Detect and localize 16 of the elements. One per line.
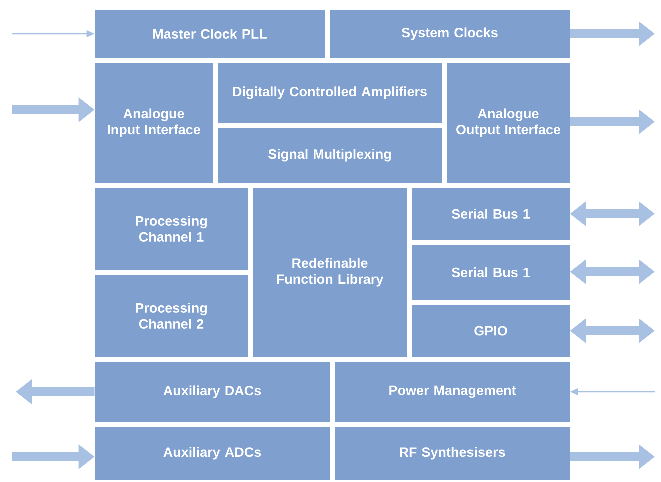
block-box: Serial Bus 1 [412, 245, 570, 300]
block-box: Redefinable Function Library [253, 188, 407, 357]
block-box: System Clocks [330, 10, 570, 58]
block-box: Processing Channel 2 [95, 275, 248, 357]
block-box: Power Management [335, 362, 570, 422]
block-box: Analogue Output Interface [447, 63, 570, 183]
block-box: Signal Multiplexing [218, 128, 442, 183]
block-box: Serial Bus 1 [412, 188, 570, 240]
block-box: RF Synthesisers [335, 427, 570, 480]
block-box: Analogue Input Interface [95, 63, 213, 183]
block-box: Processing Channel 1 [95, 188, 248, 270]
block-box: Auxiliary ADCs [95, 427, 330, 480]
block-box: Master Clock PLL [95, 10, 325, 58]
block-box: Auxiliary DACs [95, 362, 330, 422]
block-box: Digitally Controlled Amplifiers [218, 63, 442, 123]
block-box: GPIO [412, 305, 570, 357]
